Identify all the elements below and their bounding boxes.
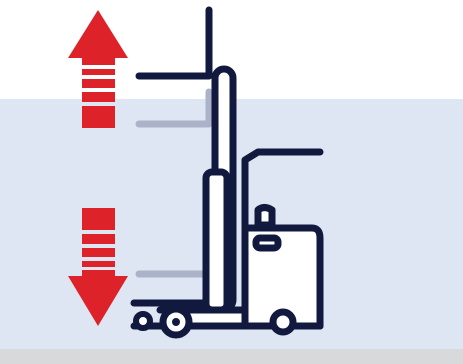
raised-fork-icon xyxy=(135,6,213,80)
jockey-wheel-icon xyxy=(133,311,153,331)
seat xyxy=(254,204,276,229)
arrow-down-icon xyxy=(68,208,128,326)
rear-wheel-icon xyxy=(269,308,297,336)
forklift-icon xyxy=(130,65,324,330)
front-wheel-icon xyxy=(159,305,193,339)
lowered-fork-icon xyxy=(130,251,210,307)
arrow-up-icon xyxy=(68,10,128,128)
counterweight-body xyxy=(241,224,324,330)
ghost-fork-upper-icon xyxy=(135,88,213,128)
control-panel xyxy=(252,234,282,252)
floor-strip xyxy=(0,349,463,364)
